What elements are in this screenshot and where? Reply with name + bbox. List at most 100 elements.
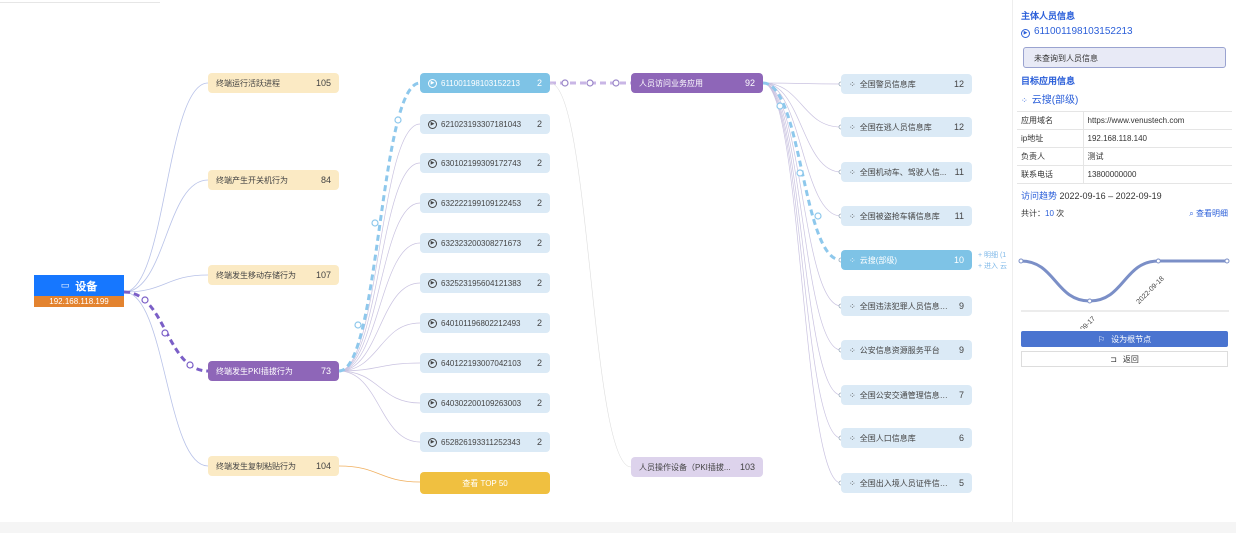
link-line	[123, 274, 209, 293]
total-value: 10	[1045, 209, 1054, 218]
back-button[interactable]: ⊐返回	[1021, 351, 1228, 367]
device-root-node[interactable]: ▭设备 192.168.118.199	[34, 275, 124, 307]
detail-panel: 主体人员信息 ▶611001198103152213 未查询到人员信息 目标应用…	[1012, 0, 1236, 533]
link-line	[338, 362, 421, 372]
x-tick-label: 2022-09-17	[1067, 315, 1097, 329]
link-line	[338, 465, 421, 483]
app-node[interactable]: ⁘云搜(部级)10	[841, 250, 972, 270]
link-line	[762, 82, 842, 173]
link-dot	[814, 212, 822, 220]
trend-point	[1018, 258, 1024, 264]
app-node[interactable]: ⁘全国违法犯罪人员信息资...9	[841, 296, 972, 316]
grid-icon: ⁘	[849, 345, 856, 355]
link-dot	[586, 79, 594, 87]
grid-icon: ⁘	[1021, 96, 1028, 105]
play-icon: ▶	[428, 358, 437, 368]
trend-range: 2022-09-16 – 2022-09-19	[1059, 191, 1162, 201]
view-detail-link[interactable]: ⌕ 查看明细	[1189, 209, 1228, 218]
total-row: 共计：10 次 ⌕ 查看明细	[1021, 209, 1228, 218]
grid-icon: ⁘	[849, 301, 856, 311]
side-link-enter[interactable]: + 进入 云	[978, 263, 1007, 270]
play-icon: ▶	[428, 78, 437, 88]
link-line	[762, 82, 842, 128]
app-node[interactable]: ⁘全国机动车、驾驶人信...11	[841, 162, 972, 182]
category-node[interactable]: 人员操作设备（PKI插拔...103	[631, 457, 763, 477]
link-dot	[371, 219, 379, 227]
link-line	[338, 322, 421, 372]
context-menu-links[interactable]: + 明细 (1 + 进入 云	[978, 250, 1007, 272]
link-line	[338, 162, 421, 372]
link-line	[338, 242, 421, 372]
active-link	[338, 81, 421, 373]
side-link-detail[interactable]: + 明细 (1	[978, 252, 1007, 259]
view-top50-button[interactable]: 查看 TOP 50	[420, 472, 550, 494]
monitor-icon: ▭	[60, 280, 70, 290]
link-line	[762, 82, 842, 484]
device-title: ▭设备	[34, 275, 124, 296]
link-line	[549, 82, 632, 468]
play-icon: ▶	[428, 278, 437, 288]
trend-point	[1155, 258, 1161, 264]
set-root-button[interactable]: ⚐设为根节点	[1021, 331, 1228, 347]
trend-point	[1224, 258, 1230, 264]
link-dot	[776, 102, 784, 110]
trend-header: 访问趋势 2022-09-16 – 2022-09-19	[1021, 189, 1232, 202]
grid-icon: ⁘	[849, 478, 856, 488]
link-dot	[394, 116, 402, 124]
grid-icon: ⁘	[849, 167, 856, 177]
link-line	[762, 82, 842, 396]
link-line	[123, 82, 209, 293]
link-dot	[141, 296, 149, 304]
return-icon: ⊐	[1110, 354, 1117, 364]
grid-icon: ⁘	[849, 211, 856, 221]
search-icon: ⌕	[1189, 209, 1194, 218]
link-line	[123, 291, 209, 467]
link-line	[762, 82, 842, 307]
trend-line	[1020, 259, 1227, 303]
app-node[interactable]: ⁘全国公安交通管理信息综...7	[841, 385, 972, 405]
subject-title: 主体人员信息	[1021, 11, 1076, 21]
table-row: 负责人测试	[1017, 147, 1232, 166]
play-icon: ▶	[428, 437, 437, 447]
play-icon: ▶	[428, 238, 437, 248]
link-line	[338, 370, 421, 404]
trend-chart: 2022-09-17 2022-09-18	[1018, 258, 1230, 346]
play-icon: ▶	[428, 158, 437, 168]
link-line	[338, 123, 421, 372]
link-line	[123, 179, 209, 293]
x-tick-label: 2022-09-18	[1135, 275, 1165, 305]
link-dot	[796, 169, 804, 177]
connection-lines	[123, 79, 844, 486]
subject-id[interactable]: ▶611001198103152213	[1021, 26, 1232, 38]
grid-icon: ⁘	[849, 255, 856, 265]
link-line	[338, 202, 421, 372]
target-title: 目标应用信息	[1021, 76, 1076, 86]
grid-icon: ⁘	[849, 122, 856, 132]
device-ip: 192.168.118.199	[34, 296, 124, 307]
